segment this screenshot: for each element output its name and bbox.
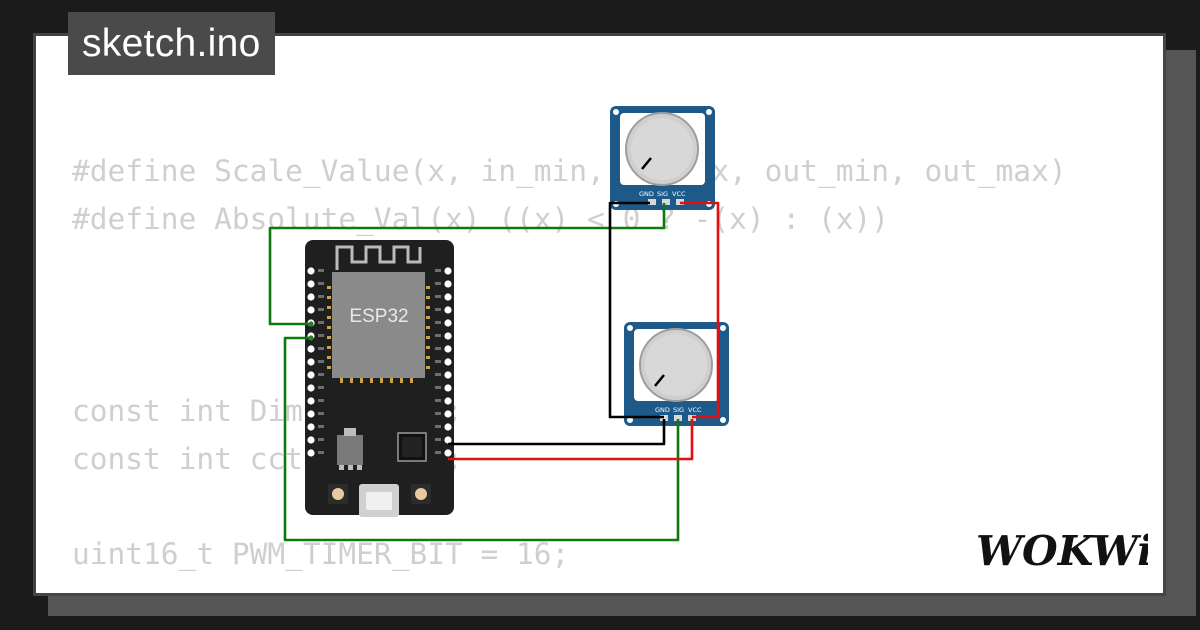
wire-pin-markers bbox=[308, 321, 314, 341]
wire-gnd-link[interactable] bbox=[608, 201, 664, 419]
pot-2-sig-label: SIG bbox=[673, 406, 684, 414]
antenna-trace bbox=[335, 245, 422, 270]
esp32-chip-label: ESP32 bbox=[349, 306, 408, 327]
pot-1-indicator bbox=[641, 157, 652, 170]
pin-silkscreen bbox=[318, 269, 441, 454]
potentiometer-2[interactable]: GND SIG VCC bbox=[624, 322, 729, 426]
voltage-regulator bbox=[337, 428, 363, 470]
code-line-5: uint16_t PWM_TIMER_BIT = 16; bbox=[72, 537, 570, 571]
wokwi-logo-text: WOKWi bbox=[976, 527, 1148, 572]
pot-2-gnd-label: GND bbox=[655, 406, 670, 414]
left-header-pins[interactable] bbox=[307, 267, 315, 457]
en-button[interactable] bbox=[411, 484, 431, 504]
pot-1-vcc-label: VCC bbox=[672, 190, 686, 198]
micro-usb-port[interactable] bbox=[359, 484, 399, 517]
wire-gnd-esp32[interactable] bbox=[448, 419, 666, 446]
boot-button[interactable] bbox=[328, 484, 348, 504]
usb-serial-chip bbox=[397, 432, 427, 462]
potentiometer-1[interactable]: GND SIG VCC bbox=[610, 106, 715, 210]
pot-1-sig-label: SIG bbox=[657, 190, 668, 198]
module-pads bbox=[327, 286, 430, 383]
wire-vcc-esp32[interactable] bbox=[448, 419, 694, 461]
wire-vcc-link[interactable] bbox=[680, 201, 720, 419]
wire-signal-pot2[interactable] bbox=[283, 336, 680, 542]
right-header-pins[interactable] bbox=[444, 267, 452, 457]
wire-signal-pot1[interactable] bbox=[268, 203, 666, 326]
pot-1-gnd-label: GND bbox=[639, 190, 654, 198]
project-preview-card: #define Scale_Value(x, in_min, in_max, o… bbox=[33, 33, 1166, 596]
esp32-module-shield bbox=[332, 272, 425, 378]
wokwi-logo: WOKWi bbox=[976, 527, 1148, 572]
pot-2-vcc-label: VCC bbox=[688, 406, 702, 414]
pot-2-indicator bbox=[654, 374, 665, 387]
esp32-board[interactable]: ESP32 bbox=[305, 240, 454, 517]
file-tab[interactable]: sketch.ino bbox=[68, 12, 275, 75]
